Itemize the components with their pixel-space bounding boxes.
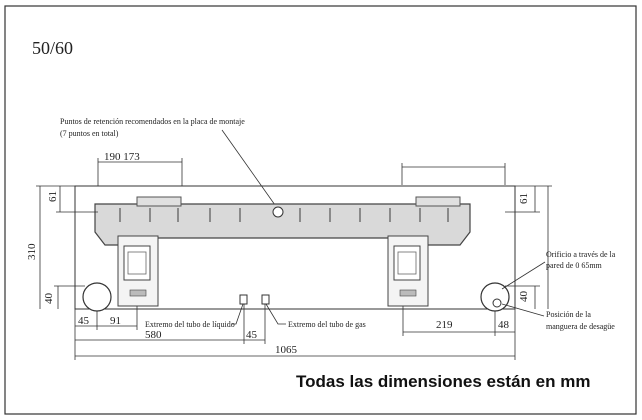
hole-label-1: Orificio a través de la (546, 250, 616, 259)
liquid-pipe-label: Extremo del tubo de líquido (145, 320, 235, 329)
drain-label-2: manguera de desagüe (546, 322, 615, 331)
dim-61-right: 61 (505, 186, 540, 213)
dim-580: 580 (75, 304, 245, 344)
svg-text:61: 61 (47, 191, 59, 202)
fixing-points-leader (221, 129, 276, 206)
dim-1065: 1065 (75, 309, 516, 360)
drain-leader (501, 303, 545, 317)
hanger-right (387, 235, 429, 307)
units-footer: Todas las dimensiones están en mm (296, 372, 590, 391)
svg-text:40: 40 (518, 291, 530, 303)
gas-pipe-leader (265, 303, 286, 325)
svg-text:310: 310 (26, 243, 38, 260)
plate-slots (119, 208, 449, 222)
liquid-pipe-leader (232, 303, 244, 325)
svg-text:45: 45 (246, 329, 258, 341)
wall-hole-left (82, 282, 112, 312)
svg-text:48: 48 (498, 319, 510, 331)
dim-48: 48 (495, 319, 515, 333)
fixing-points-note-count: (7 puntos en total) (60, 129, 119, 138)
svg-text:190 173: 190 173 (104, 151, 140, 163)
svg-text:91: 91 (110, 315, 121, 327)
dim-61-left: 61 (47, 186, 98, 213)
drain-hose-marker (492, 298, 502, 308)
dim-45-mid: 45 (244, 304, 266, 344)
dim-top-right (401, 163, 506, 185)
dim-45-91: 45 91 (74, 306, 138, 360)
gas-pipe-label: Extremo del tubo de gas (288, 320, 366, 329)
svg-text:580: 580 (145, 329, 162, 341)
bracket-top-left (136, 196, 182, 207)
model-label: 50/60 (32, 38, 73, 58)
dim-310: 310 (26, 185, 75, 309)
svg-text:219: 219 (436, 319, 453, 331)
dim-40-left: 40 (43, 285, 85, 309)
dim-top-left: 190 173 (97, 151, 183, 186)
svg-text:61: 61 (518, 193, 530, 204)
fixing-points-note: Puntos de retención recomendados en la p… (60, 117, 245, 126)
unit-outline (74, 185, 516, 310)
svg-text:40: 40 (43, 293, 55, 305)
hole-label-2: pared de 0 65mm (546, 261, 603, 270)
bracket-top-right (415, 196, 461, 207)
gas-pipe-end (261, 294, 270, 305)
drain-label-1: Posición de la (546, 310, 591, 319)
hanger-left (117, 235, 159, 307)
dim-40-right: 40 (505, 285, 540, 309)
svg-text:1065: 1065 (275, 344, 298, 356)
hole-leader (501, 261, 546, 290)
svg-text:45: 45 (78, 315, 90, 327)
liquid-pipe-end (239, 294, 248, 305)
dim-219: 219 (402, 306, 496, 336)
plate-center-hole (272, 206, 284, 218)
